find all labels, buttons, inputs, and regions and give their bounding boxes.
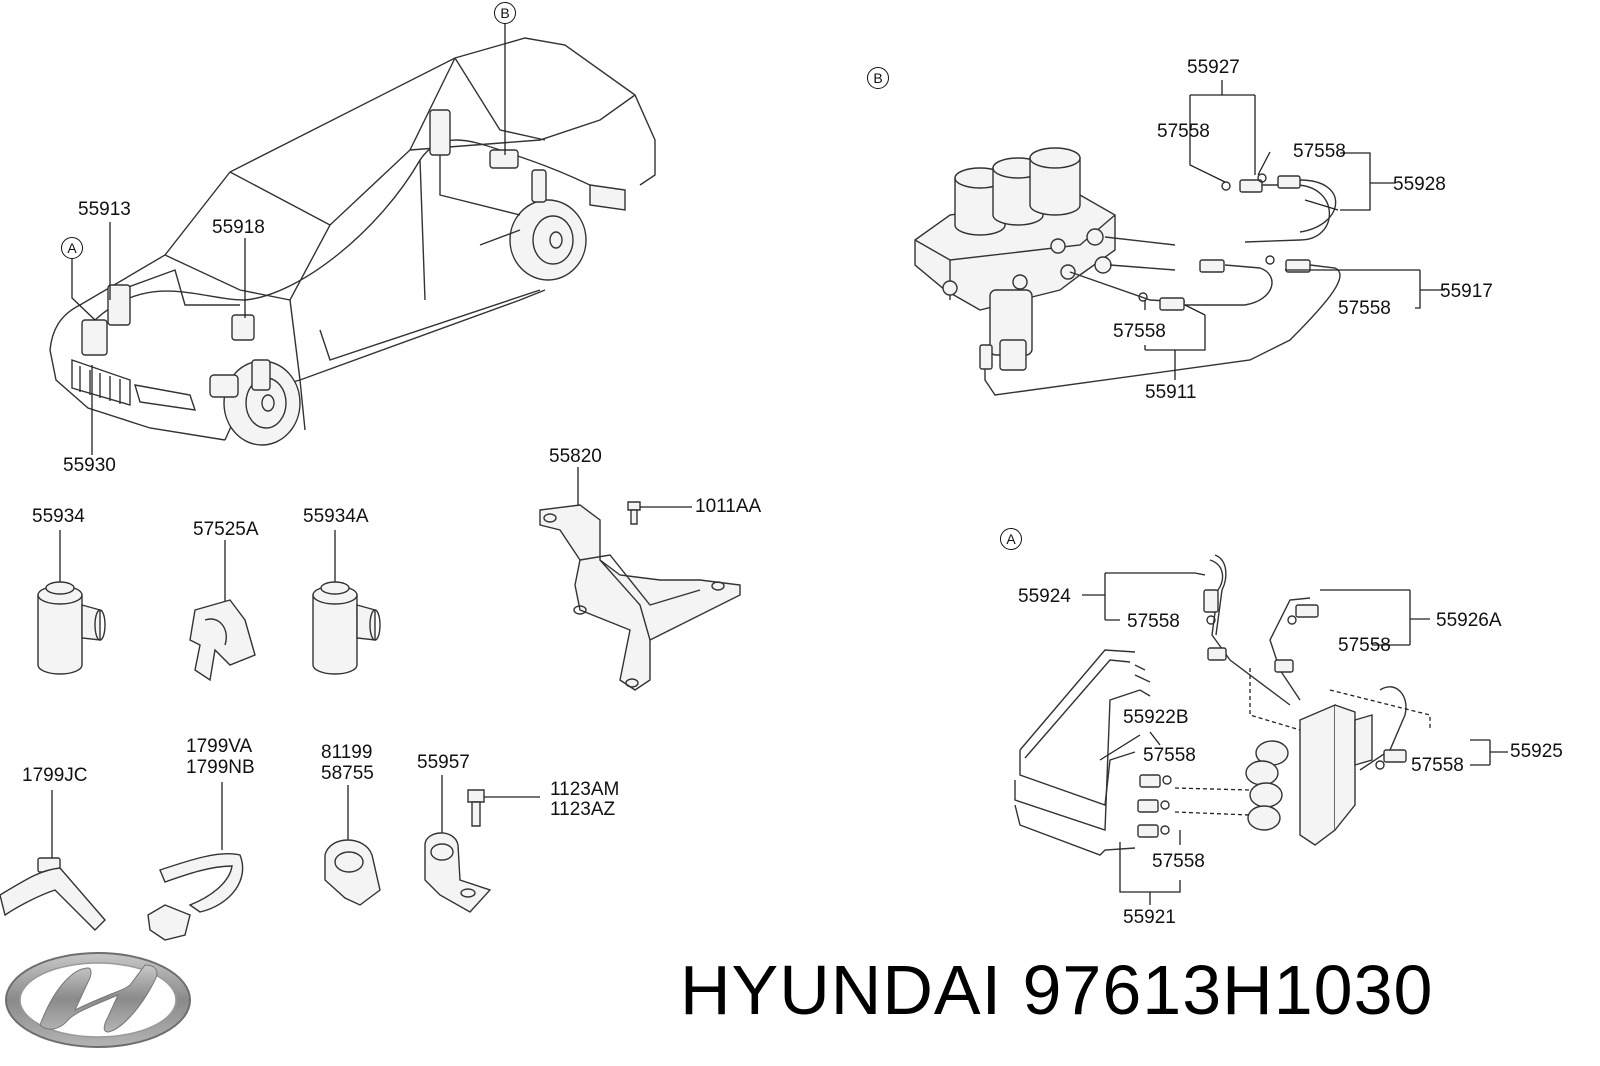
label-55921: 55921 (1123, 907, 1176, 928)
label-57558-a4: 57558 (1411, 755, 1464, 776)
hyundai-logo (5, 952, 191, 1048)
brand-name: HYUNDAI (680, 951, 1003, 1029)
label-1799VA: 1799VA (186, 736, 253, 757)
label-55820: 55820 (549, 446, 602, 467)
label-55930: 55930 (63, 455, 116, 476)
label-58755: 58755 (321, 763, 374, 784)
label-57558-b4: 57558 (1113, 321, 1166, 342)
label-57558-a3: 57558 (1143, 745, 1196, 766)
label-55925: 55925 (1510, 741, 1563, 762)
bracket-55820-illustration (539, 467, 741, 691)
label-1123AZ: 1123AZ (550, 799, 616, 820)
sensor-parts-illustration (37, 530, 381, 682)
car-illustration (49, 24, 656, 455)
label-1799JC: 1799JC (22, 765, 88, 786)
label-55934A: 55934A (303, 506, 369, 527)
label-55924: 55924 (1018, 586, 1071, 607)
label-57558-a5: 57558 (1152, 851, 1205, 872)
label-55918: 55918 (212, 217, 265, 238)
label-55927: 55927 (1187, 57, 1240, 78)
label-57558-b3: 57558 (1338, 298, 1391, 319)
label-55934: 55934 (32, 506, 85, 527)
clip-parts-illustration (0, 775, 540, 941)
label-55926A: 55926A (1436, 610, 1502, 631)
part-number: 97613H1030 (1022, 951, 1434, 1029)
label-57558-a1: 57558 (1127, 611, 1180, 632)
label-55922B: 55922B (1123, 707, 1189, 728)
label-57525A: 57525A (193, 519, 259, 540)
section-b-illustration (914, 80, 1445, 396)
label-1799NB: 1799NB (186, 757, 255, 778)
label-55928: 55928 (1393, 174, 1446, 195)
label-55917: 55917 (1440, 281, 1493, 302)
callout-b-car: B (494, 2, 516, 24)
label-55957: 55957 (417, 752, 470, 773)
label-57558-b1: 57558 (1157, 121, 1210, 142)
label-57558-b2: 57558 (1293, 141, 1346, 162)
brand-part-title: HYUNDAI 97613H1030 (680, 950, 1433, 1030)
section-a-illustration (1014, 554, 1508, 905)
label-1011AA: 1011AA (695, 496, 762, 517)
label-81199: 81199 (321, 742, 373, 763)
callout-a-car: A (61, 237, 83, 259)
label-55913: 55913 (78, 199, 131, 220)
callout-b-section: B (867, 67, 889, 89)
label-55911: 55911 (1145, 382, 1197, 403)
label-1123AM: 1123AM (550, 779, 620, 800)
label-57558-a2: 57558 (1338, 635, 1391, 656)
callout-a-section: A (1000, 528, 1022, 550)
